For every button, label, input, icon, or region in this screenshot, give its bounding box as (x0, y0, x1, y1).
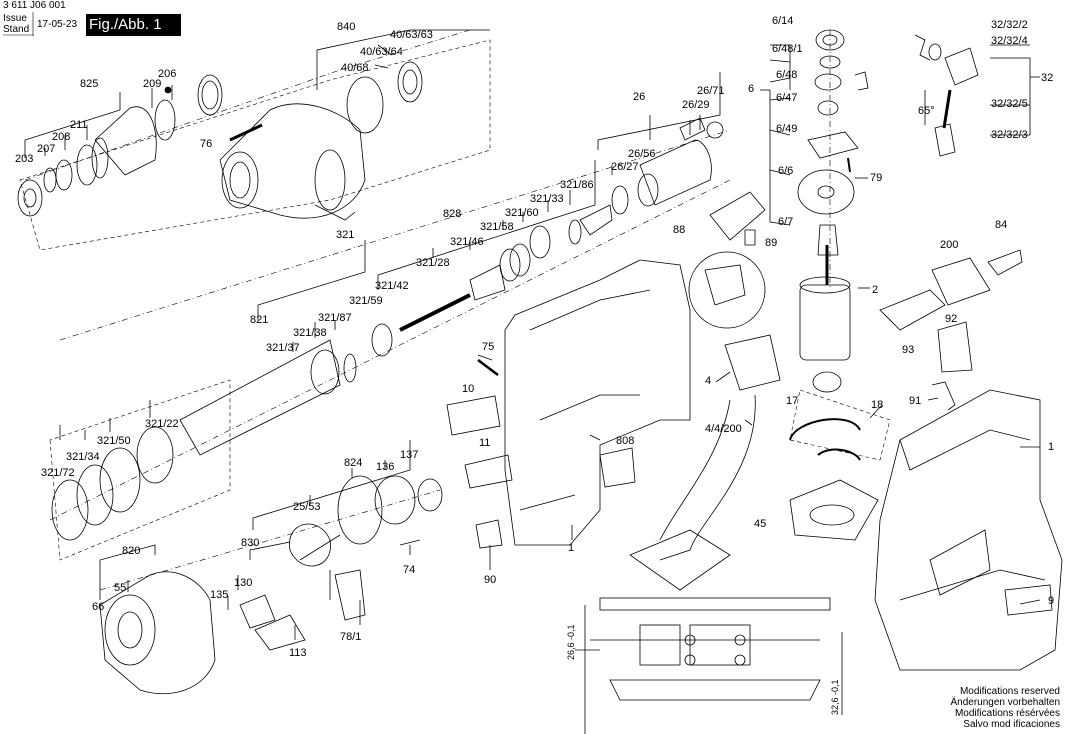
callout-6-48-1: 6/48/1 (772, 43, 803, 55)
callout-1-right: 1 (1048, 441, 1054, 453)
callout-321-59: 321/59 (349, 295, 383, 307)
note-de: Änderungen vorbehalten (950, 697, 1060, 708)
callout-66: 66 (92, 601, 104, 613)
callout-6-7: 6/7 (778, 216, 793, 228)
callout-321-87: 321/87 (318, 312, 352, 324)
callout-78-1: 78/1 (340, 631, 361, 643)
callout-321-72: 321/72 (41, 467, 75, 479)
callout-6-14: 6/14 (772, 15, 793, 27)
callout-825: 825 (80, 78, 98, 90)
dimension-32-6: 32,6 -0,1 (830, 679, 840, 715)
callout-65-degrees: 65° (918, 105, 935, 117)
callout-26-56: 26/56 (628, 148, 656, 160)
callout-32: 32 (1041, 72, 1053, 84)
dimension-26-6: 26,6 -0,1 (566, 624, 576, 660)
callout-137: 137 (400, 449, 418, 461)
callout-208: 208 (52, 131, 70, 143)
note-fr: Modifications résérvées (954, 708, 1060, 719)
callout-206: 206 (158, 68, 176, 80)
callout-6-6: 6/6 (778, 165, 793, 177)
callout-321-38: 321/38 (293, 327, 327, 339)
figure-badge: Fig./Abb. 1 (86, 14, 181, 36)
note-en: Modifications reserved (959, 686, 1060, 697)
callout-45: 45 (754, 518, 766, 530)
callout-26-29: 26/29 (682, 99, 710, 111)
callout-26-71: 26/71 (697, 85, 725, 97)
callout-321-50: 321/50 (97, 435, 131, 447)
callout-26: 26 (633, 91, 645, 103)
callout-93: 93 (902, 344, 914, 356)
callout-10: 10 (462, 383, 474, 395)
callout-203: 203 (15, 153, 33, 165)
callout-18: 18 (871, 399, 883, 411)
callout-32-32-2: 32/32/2 (991, 19, 1028, 31)
callout-2: 2 (872, 284, 878, 296)
callout-824: 824 (344, 457, 362, 469)
callout-321: 321 (336, 229, 354, 241)
callout-89: 89 (765, 237, 777, 249)
callout-88: 88 (673, 224, 685, 236)
callout-40-63-63: 40/63/63 (390, 29, 433, 41)
callout-6-47: 6/47 (776, 92, 797, 104)
callout-90: 90 (484, 574, 496, 586)
callout-209: 209 (143, 78, 161, 90)
callout-4: 4 (705, 375, 711, 387)
callout-321-28: 321/28 (416, 257, 450, 269)
callout-321-60: 321/60 (505, 207, 539, 219)
callout-40-68: 40/68 (341, 62, 369, 74)
callout-135: 135 (210, 589, 228, 601)
callout-17: 17 (786, 395, 798, 407)
callout-828: 828 (443, 208, 461, 220)
callout-79: 79 (870, 172, 882, 184)
callout-92: 92 (945, 313, 957, 325)
callout-840: 840 (337, 21, 355, 33)
callout-130: 130 (234, 577, 252, 589)
callout-91: 91 (909, 395, 921, 407)
stand-label: Stand (3, 24, 30, 35)
callout-32-32-4: 32/32/4 (991, 35, 1028, 47)
callout-74: 74 (403, 564, 415, 576)
modifications-notice: Modifications reserved Änderungen vorbeh… (950, 686, 1060, 730)
callout-211: 211 (70, 119, 88, 131)
callout-321-34: 321/34 (66, 451, 100, 463)
callout-321-86: 321/86 (560, 179, 594, 191)
callout-820: 820 (122, 545, 140, 557)
callout-200: 200 (940, 239, 958, 251)
callout-4-4-200: 4/4/200 (705, 423, 742, 435)
callout-32-32-3: 32/32/3 (991, 129, 1028, 141)
callout-321-46: 321/46 (450, 236, 484, 248)
callout-113: 113 (289, 647, 307, 659)
callout-26-27: 26/27 (611, 161, 639, 173)
callout-9: 9 (1048, 595, 1054, 607)
callout-6-49: 6/49 (776, 123, 797, 135)
callout-25-53: 25/53 (293, 501, 321, 513)
callout-75: 75 (482, 341, 494, 353)
callout-1-left: 1 (568, 542, 574, 554)
issue-date: 17-05-23 (37, 19, 78, 30)
callout-6-48: 6/48 (776, 69, 797, 81)
callout-207: 207 (37, 143, 55, 155)
callout-6: 6 (748, 83, 754, 95)
callout-32-32-5: 32/32/5 (991, 98, 1028, 110)
callout-40-63-64: 40/63/64 (360, 46, 403, 58)
callout-321-37: 321/37 (266, 342, 300, 354)
callout-321-33: 321/33 (530, 193, 564, 205)
callout-55: 55 (114, 582, 126, 594)
callout-321-22: 321/22 (145, 418, 179, 430)
issue-label: Issue (3, 13, 27, 24)
callout-136: 136 (376, 461, 394, 473)
callout-321-58: 321/58 (480, 221, 514, 233)
callout-84: 84 (995, 219, 1007, 231)
callout-830: 830 (241, 537, 259, 549)
callout-321-42: 321/42 (375, 280, 409, 292)
callout-808: 808 (616, 435, 634, 447)
callout-821: 821 (250, 314, 268, 326)
callout-11: 11 (479, 437, 490, 449)
note-es: Salvo mod ificaciones (963, 719, 1060, 730)
document-number: 3 611 J06 001 (3, 0, 66, 11)
callout-76: 76 (200, 138, 212, 150)
